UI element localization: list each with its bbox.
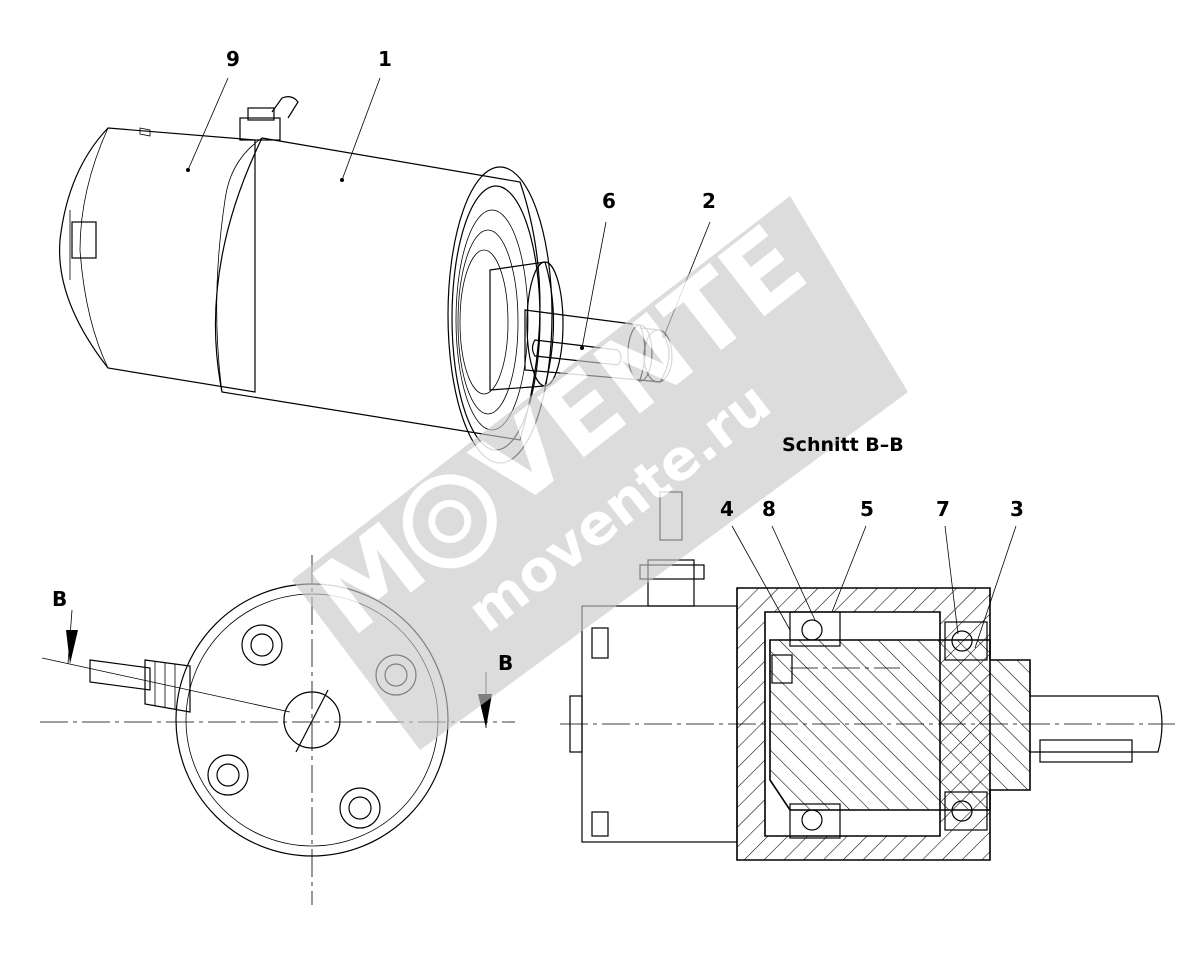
watermark-band <box>292 196 908 750</box>
part-label-8: 8 <box>762 497 776 521</box>
section-title: Schnitt B–B <box>782 434 904 456</box>
bolt-bottom-right <box>339 787 381 829</box>
bolt-bottom-left <box>207 754 249 796</box>
part-label-5: 5 <box>860 497 874 521</box>
bolt-top-left <box>241 624 283 666</box>
part-label-2: 2 <box>702 189 716 213</box>
part-label-7: 7 <box>936 497 950 521</box>
watermark-logo-icon <box>402 474 497 569</box>
part-label-9: 9 <box>226 47 240 71</box>
part-label-1: 1 <box>378 47 392 71</box>
section-view <box>560 491 1175 861</box>
section-marker-right: B <box>498 651 513 675</box>
part-label-3: 3 <box>1010 497 1024 521</box>
part-label-4: 4 <box>720 497 734 521</box>
section-marker-left: B <box>52 587 67 611</box>
part-label-6: 6 <box>602 189 616 213</box>
